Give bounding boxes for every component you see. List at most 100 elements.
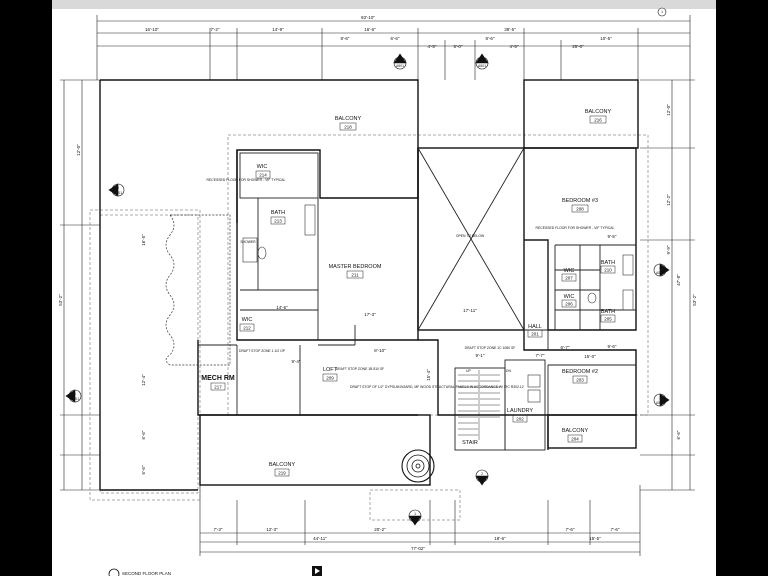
- room-name: BALCONY: [269, 462, 296, 468]
- dim-label: 17'-11": [463, 308, 477, 313]
- section-marker: 2 A501: [475, 469, 489, 486]
- svg-text:A501: A501: [396, 64, 404, 68]
- section-marker: 1 A501: [65, 389, 82, 403]
- room-name: BATH: [601, 309, 615, 315]
- room-labels: BALCONY 218 BALCONY 216 WIC 214 BATH 213…: [201, 109, 616, 477]
- plan-notes: RECESSED FLOOR FOR SHOWER - VIF TYPICAL …: [207, 178, 615, 389]
- note-recessed-floor: RECESSED FLOOR FOR SHOWER - VIF TYPICAL: [207, 178, 286, 182]
- svg-text:2: 2: [481, 472, 483, 476]
- svg-text:A501: A501: [411, 517, 419, 521]
- dim-label: 7'-7": [536, 353, 545, 358]
- dim-label: 6'-6": [141, 430, 146, 439]
- plan-title: SECOND FLOOR PLAN: [122, 571, 171, 576]
- room-name: WIC: [242, 317, 253, 323]
- dim-label: 9'-1": [476, 353, 485, 358]
- dim-label: 16'-6": [364, 27, 376, 32]
- svg-text:A501: A501: [656, 271, 664, 275]
- svg-text:A501: A501: [656, 401, 664, 405]
- room-number: 202: [516, 417, 524, 422]
- dim-label: 20'-2": [374, 527, 386, 532]
- dim-label: 53'-2": [692, 294, 697, 306]
- svg-text:A501: A501: [478, 64, 486, 68]
- svg-text:4: 4: [659, 266, 661, 270]
- drawing-sheet: [52, 9, 716, 576]
- svg-text:1: 1: [414, 512, 416, 516]
- svg-text:2: 2: [481, 59, 483, 63]
- dim-label: 44'-11": [313, 536, 327, 541]
- room-name: HALL: [528, 324, 542, 330]
- note-up: UP: [466, 369, 471, 373]
- section-marker: 4 A501: [108, 183, 125, 197]
- dim-label: 4'-5": [510, 44, 519, 49]
- dim-label: 6'-6": [141, 465, 146, 474]
- room-name: LAUNDRY: [507, 408, 534, 414]
- dim-label: 7'-2": [211, 27, 220, 32]
- spiral-stair-icon: [401, 449, 435, 483]
- room-number: 209: [326, 376, 334, 381]
- room-name: BALCONY: [585, 109, 612, 115]
- room-name: LOFT: [323, 367, 338, 373]
- room-name: WIC: [564, 268, 575, 274]
- section-marker: 1 A501: [408, 509, 422, 526]
- room-number: 214: [259, 173, 267, 178]
- section-marker: 4 A501: [653, 263, 670, 277]
- room-number: 201: [531, 332, 539, 337]
- dim-label: 25'-0": [572, 44, 584, 49]
- viewer-toolbar: [52, 0, 716, 9]
- room-name: MASTER BEDROOM: [329, 264, 382, 270]
- room-name: STAIR: [462, 440, 478, 446]
- svg-text:A501: A501: [478, 477, 486, 481]
- dim-label: 18'-6": [494, 536, 506, 541]
- room-number: 218: [344, 125, 352, 130]
- room-name: BATH: [271, 210, 285, 216]
- overall-dim-bottom: 77'-02": [411, 546, 425, 551]
- dim-label: 14'-9": [272, 27, 284, 32]
- dim-label: 6'-6": [676, 430, 681, 439]
- room-name: BATH: [601, 260, 615, 266]
- dim-label: 12'-3": [266, 527, 278, 532]
- room-number: 210: [604, 268, 612, 273]
- section-marker: 1 A501: [653, 393, 670, 407]
- room-number: 205: [604, 317, 612, 322]
- room-name: OPEN TO BELOW: [456, 234, 485, 238]
- dim-label: 12'-2": [666, 194, 671, 206]
- svg-text:1: 1: [659, 396, 661, 400]
- dim-label: 9'-4": [292, 359, 301, 364]
- plan-title-block: SECOND FLOOR PLAN: [108, 566, 322, 576]
- room-number: 204: [571, 437, 579, 442]
- dim-label: 9'-5": [608, 234, 617, 239]
- overall-dim-top: 93'-10": [361, 15, 375, 20]
- dim-label: 47'-8": [676, 274, 681, 286]
- dim-label: 7'-6": [566, 527, 575, 532]
- dim-label: 9'-6": [608, 344, 617, 349]
- dim-label: 8'-6": [341, 36, 350, 41]
- note-draft-stop: DRAFT STOP ZONE 1 1/2 OP: [239, 349, 286, 353]
- room-number: 211: [351, 273, 359, 278]
- title-bubble-icon: [108, 568, 120, 576]
- dim-label: 6'-6": [391, 36, 400, 41]
- room-number: 208: [576, 207, 584, 212]
- dim-label: 8'-10": [374, 348, 386, 353]
- dim-label: 12'-0": [666, 104, 671, 116]
- dim-label: 14'-6": [276, 305, 288, 310]
- room-name: WIC: [257, 164, 268, 170]
- room-name: BALCONY: [335, 116, 362, 122]
- room-number: 206: [565, 302, 573, 307]
- dim-label: 15'-4": [426, 369, 431, 381]
- dimension-labels: 93'-10" 16'-10" 7'-2" 14'-9" 16'-6" 38'-…: [58, 15, 697, 551]
- svg-text:4: 4: [117, 186, 119, 190]
- room-number: 203: [576, 378, 584, 383]
- dim-label: 7'-6": [611, 527, 620, 532]
- dim-label: 17'-3": [364, 312, 376, 317]
- room-number: 217: [214, 385, 222, 390]
- note-dn: DN: [506, 369, 511, 373]
- dim-label: 53'-2": [58, 294, 63, 306]
- dim-label: 16'-10": [145, 27, 159, 32]
- room-name: BEDROOM #2: [562, 369, 598, 375]
- svg-text:1: 1: [74, 392, 76, 396]
- room-number: 213: [274, 219, 282, 224]
- dim-label: 15'-0": [584, 354, 596, 359]
- svg-text:A501: A501: [114, 191, 122, 195]
